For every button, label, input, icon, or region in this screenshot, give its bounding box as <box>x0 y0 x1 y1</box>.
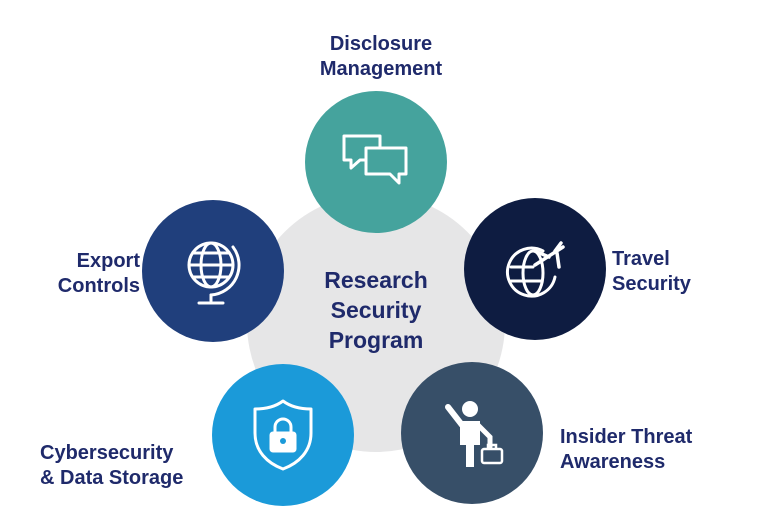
export-label-line1: Export <box>76 250 140 272</box>
disclosure-label-line1: Disclosure <box>329 33 433 55</box>
travel-label-line2: Security <box>612 273 691 295</box>
disclosure-label: Disclosure Management <box>296 32 466 82</box>
hub-label-line1: Research <box>324 267 428 293</box>
export-node <box>142 200 284 342</box>
cyber-label: Cybersecurity & Data Storage <box>40 441 230 491</box>
disclosure-label-line2: Management <box>319 58 443 80</box>
export-label: Export Controls <box>30 249 140 299</box>
insider-label: Insider Threat Awareness <box>560 425 740 475</box>
hub-label-line2: Security <box>330 297 422 323</box>
cyber-label-line2: & Data Storage <box>40 467 184 489</box>
insider-label-line2: Awareness <box>560 451 666 473</box>
desk-globe-icon <box>187 241 241 305</box>
hub-label: Research Security Program <box>280 265 472 355</box>
travel-label: Travel Security <box>612 247 722 297</box>
chat-bubbles-icon <box>342 134 408 185</box>
travel-label-line1: Travel <box>612 248 670 270</box>
insider-label-line1: Insider Threat <box>560 426 693 448</box>
export-label-line2: Controls <box>57 275 140 297</box>
person-briefcase-icon <box>445 401 504 467</box>
shield-lock-icon <box>253 399 313 471</box>
insider-node <box>401 362 543 504</box>
cyber-node <box>212 364 354 506</box>
travel-node <box>464 198 606 340</box>
cyber-label-line1: Cybersecurity <box>40 442 174 464</box>
disclosure-node <box>305 91 447 233</box>
hub-label-line3: Program <box>328 327 424 353</box>
globe-airplane-icon <box>506 241 565 298</box>
